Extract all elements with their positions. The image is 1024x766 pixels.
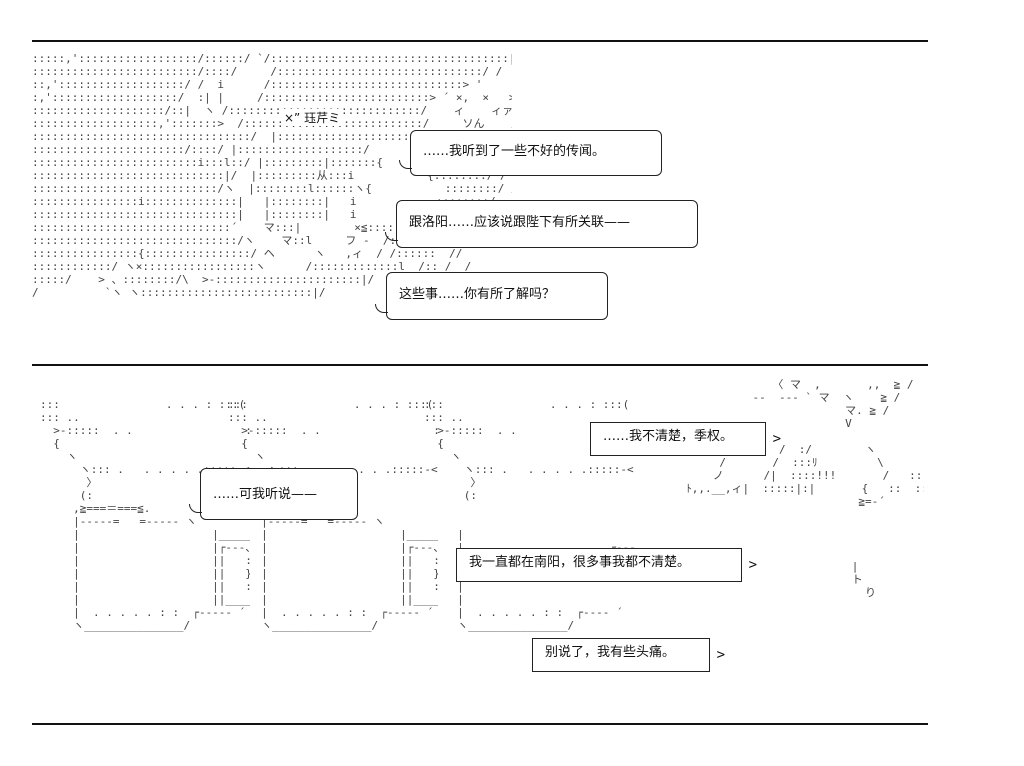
character-b-ascii-art: ::: . . . : :::( ::: .. :::: >-::::: . .… [228,398,438,632]
speech-bubble-nanyang: 我一直都在南阳，很多事我都不清楚。 > [456,548,757,582]
character-a-ascii-art: ::: . . . : :::( ::: .. :::: >-::::: . .… [40,398,250,632]
speech-bubble-not-sure: ……我不清楚，季权。 > [590,422,781,456]
speech-bubble-question: 这些事……你有所了解吗？ [375,272,608,320]
speech-bubble-headache: 别说了，我有些头痛。 > [532,638,725,672]
middle-rule [32,364,928,366]
speech-text-rumor: ……我听到了一些不好的传闻。 [423,144,606,159]
speech-bubble-luoyang: 跟洛阳……应该说跟陛下有所关联—— [385,200,698,248]
speech-pointer-not-sure: > [772,431,781,447]
speech-text-not-sure: ……我不清楚，季权。 [603,429,734,444]
speech-pointer-nanyang: > [748,557,757,573]
speech-text-headache: 别说了，我有些头痛。 [545,645,676,660]
panel1-ascii-art: :::::,'::::::::::::::::::/::::::/ `/::::… [32,52,512,299]
bottom-rule [32,723,928,725]
speech-text-but-i-heard: ……可我听说—— [213,487,318,502]
speech-pointer-headache: > [716,647,725,663]
character-d-ascii-art: 〈 マ , ,, ≧ / -- --- ` マ ヽ ≧ / マ. ≧ / V /… [686,378,924,599]
panel1-tag: ×” 珏芹ミ [282,109,343,126]
speech-text-question: 这些事……你有所了解吗？ [399,287,556,302]
top-rule [32,40,928,42]
speech-bubble-but-i-heard: ……可我听说—— [189,468,358,520]
speech-text-nanyang: 我一直都在南阳，很多事我都不清楚。 [469,555,691,570]
speech-bubble-rumor: ……我听到了一些不好的传闻。 [399,130,662,176]
speech-text-luoyang: 跟洛阳……应该说跟陛下有所关联—— [409,215,631,230]
